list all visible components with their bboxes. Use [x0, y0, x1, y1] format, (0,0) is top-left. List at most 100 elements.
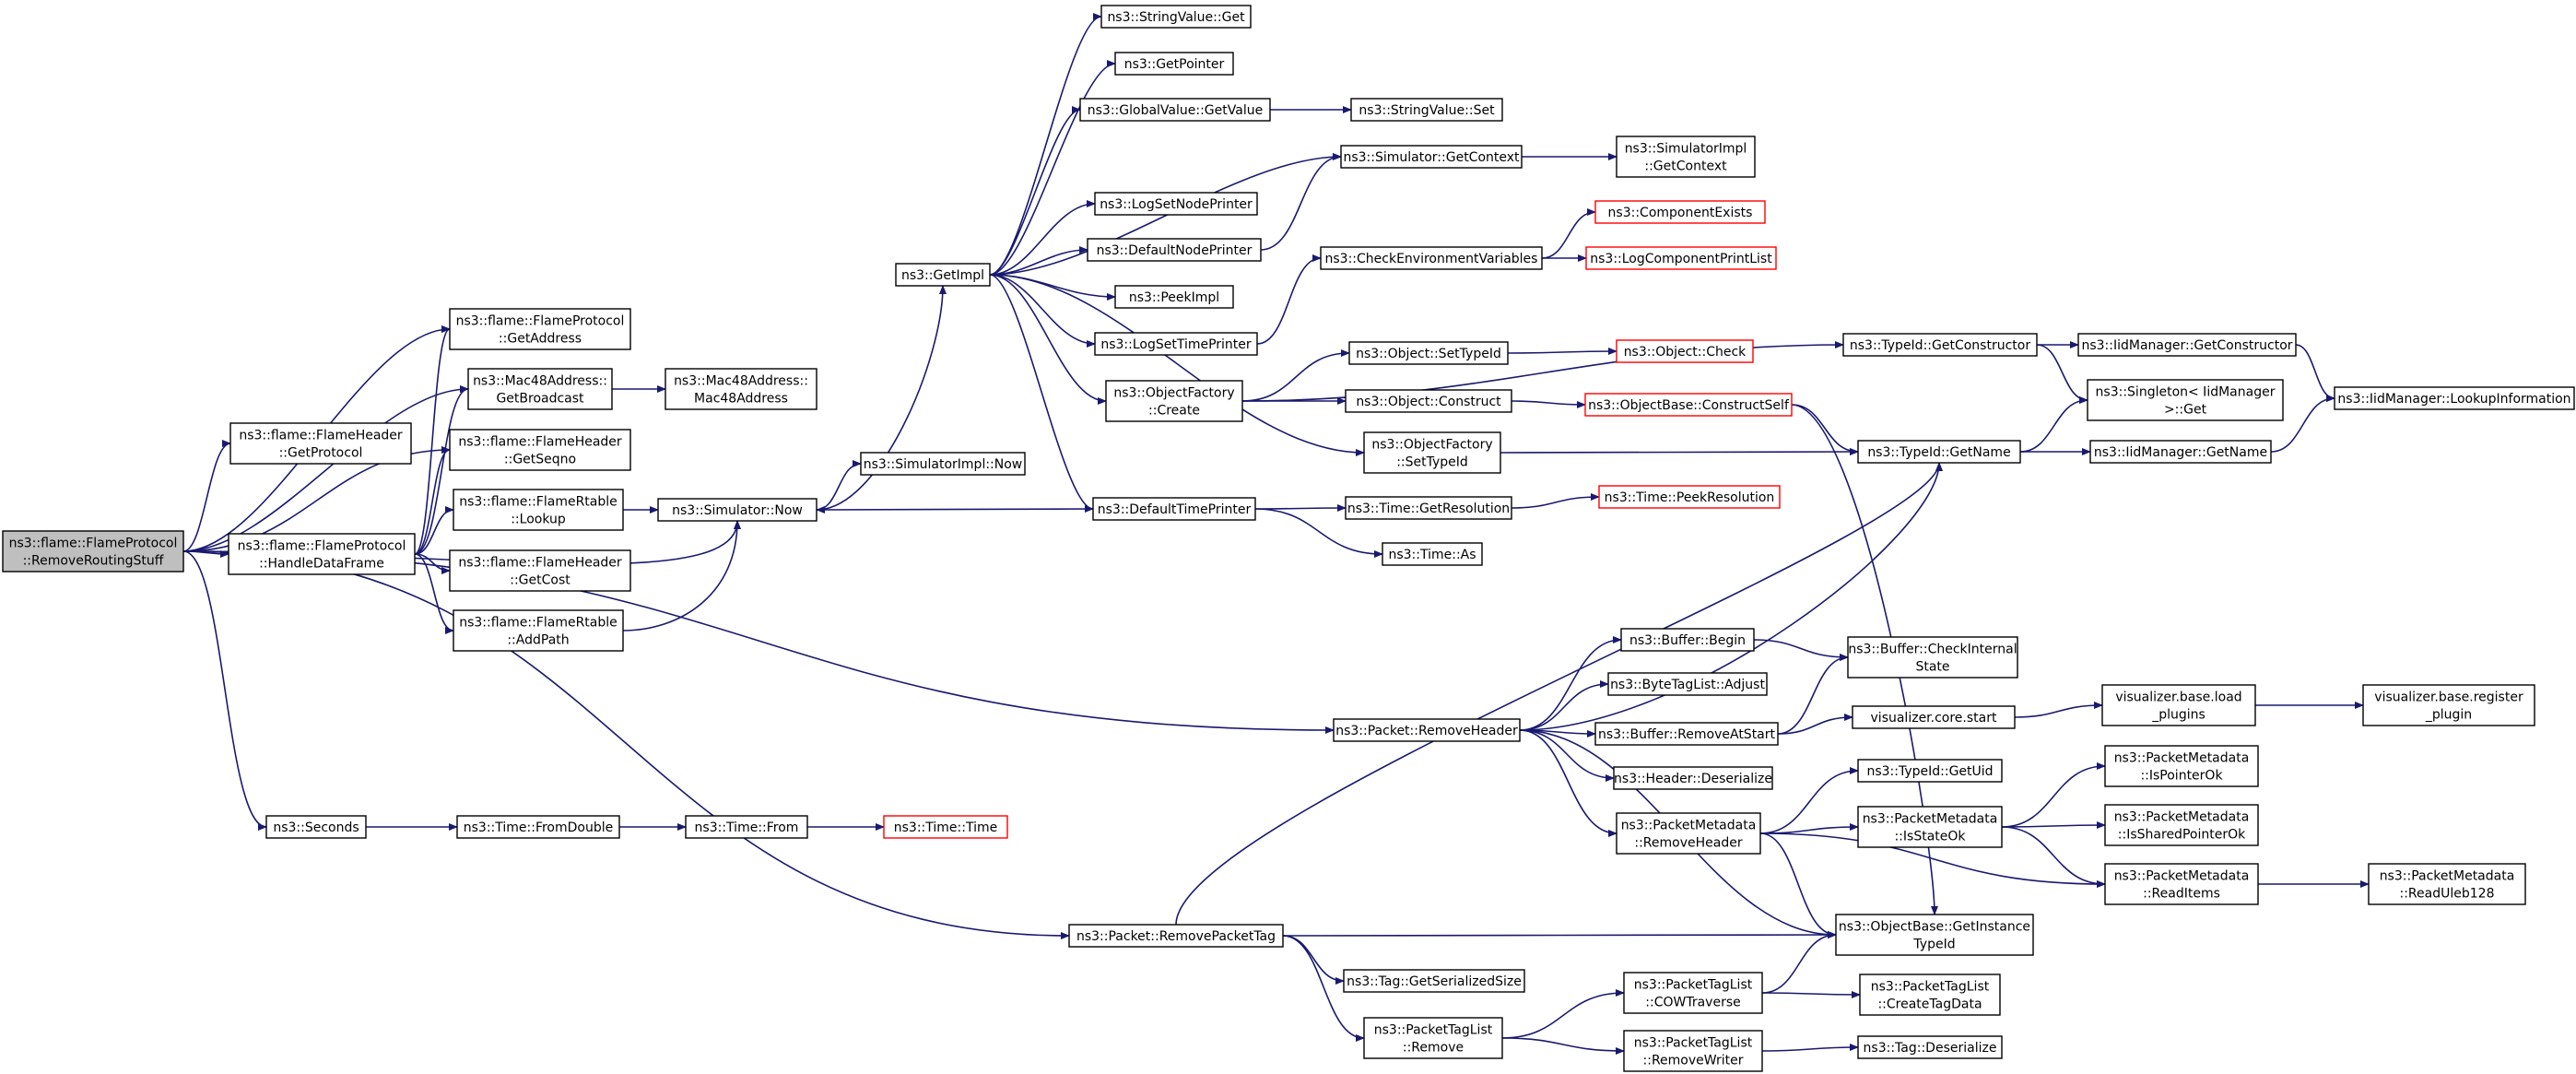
function-node-label: ::Remove	[1403, 1041, 1464, 1056]
function-node-packet-removeheader[interactable]: ns3::Packet::RemoveHeader	[1333, 718, 1521, 742]
function-node-time-fromdouble[interactable]: ns3::Time::FromDouble	[456, 815, 620, 839]
function-node-box	[1100, 5, 1252, 29]
function-node-singleton-get[interactable]: ns3::Singleton< IidManager >::Get	[2087, 379, 2284, 421]
function-node-viz-core-start[interactable]: visualizer.core.start	[1852, 705, 2016, 729]
function-node-tag-deserialize[interactable]: ns3::Tag::Deserialize	[1857, 1035, 2003, 1059]
function-node-mac-ctor[interactable]: ns3::Mac48Address::Mac48Address	[665, 368, 817, 410]
function-node-time-getresolution[interactable]: ns3::Time::GetResolution	[1345, 496, 1512, 520]
function-node-label: ns3::Object::SetTypeId	[1356, 347, 1501, 361]
function-node-iidmgr-lookupinfo[interactable]: ns3::IidManager::LookupInformation	[2334, 386, 2575, 410]
function-node-header-deserialize[interactable]: ns3::Header::Deserialize	[1613, 766, 1773, 790]
function-node-typeid-getuid[interactable]: ns3::TypeId::GetUid	[1857, 759, 2003, 783]
function-node-ptl-removewriter[interactable]: ns3::PacketTagList::RemoveWriter	[1623, 1030, 1763, 1072]
function-node-buffer-begin[interactable]: ns3::Buffer::Begin	[1620, 628, 1755, 652]
function-node-objfactory-create[interactable]: ns3::ObjectFactory::Create	[1105, 380, 1243, 422]
function-node-pm-ispointerok[interactable]: ns3::PacketMetadata::IsPointerOk	[2104, 745, 2259, 787]
function-node-logcomponentprintlist[interactable]: ns3::LogComponentPrintList	[1585, 246, 1777, 270]
function-node-defaulttimeprinter[interactable]: ns3::DefaultTimePrinter	[1092, 497, 1256, 521]
function-node-sim-getcontext[interactable]: ns3::Simulator::GetContext	[1340, 145, 1523, 169]
function-node-time-as[interactable]: ns3::Time::As	[1382, 542, 1483, 566]
function-node-checkenvvars[interactable]: ns3::CheckEnvironmentVariables	[1320, 246, 1543, 270]
function-node-fh-getprotocol[interactable]: ns3::flame::FlameHeader::GetProtocol	[229, 422, 412, 465]
call-edge-getimpl-to-sim_getcontext	[989, 153, 1342, 276]
function-node-mac-getbroadcast[interactable]: ns3::Mac48Address::GetBroadcast	[467, 368, 613, 410]
function-node-fp-handledataframe[interactable]: ns3::flame::FlameProtocol::HandleDataFra…	[228, 533, 416, 575]
function-node-label: ::GetSeqno	[504, 453, 576, 467]
function-node-object-check[interactable]: ns3::Object::Check	[1616, 339, 1754, 363]
function-node-root[interactable]: ns3::flame::FlameProtocol::RemoveRouting…	[2, 530, 184, 572]
call-edge-checkenvvars-to-componentexists	[1541, 208, 1596, 259]
function-node-pm-issharedpointerok[interactable]: ns3::PacketMetadata::IsSharedPointerOk	[2104, 804, 2259, 846]
function-node-buffer-removeatstart[interactable]: ns3::Buffer::RemoveAtStart	[1594, 722, 1779, 746]
function-node-globalvalue-getvalue[interactable]: ns3::GlobalValue::GetValue	[1079, 98, 1271, 122]
function-node-ptl-remove[interactable]: ns3::PacketTagList::Remove	[1363, 1017, 1503, 1059]
function-node-ptl-cowtraverse[interactable]: ns3::PacketTagList::COWTraverse	[1623, 972, 1763, 1014]
function-node-box	[1350, 98, 1503, 122]
function-node-objfactory-settypeid[interactable]: ns3::ObjectFactory::SetTypeId	[1363, 431, 1501, 474]
call-edge-buffer_removeatstart-to-buffer_checkinternalstate	[1777, 654, 1849, 735]
function-node-objbase-constructself[interactable]: ns3::ObjectBase::ConstructSelf	[1584, 393, 1793, 417]
call-edge-objfactory_create-to-object_settypeid	[1241, 349, 1350, 402]
function-node-viz-base-register-plugin[interactable]: visualizer.base.register_plugin	[2362, 684, 2535, 726]
function-node-getimpl[interactable]: ns3::GetImpl	[895, 263, 991, 287]
function-node-typeid-getconstructor[interactable]: ns3::TypeId::GetConstructor	[1842, 333, 2038, 357]
function-node-fp-getaddress[interactable]: ns3::flame::FlameProtocol::GetAddress	[449, 308, 631, 350]
call-edge-sim_now-to-simimpl_now	[816, 460, 862, 511]
call-edge-packet_removeheader-to-bytetaglist_adjust	[1519, 680, 1609, 731]
function-node-stringvalue-set[interactable]: ns3::StringValue::Set	[1350, 98, 1503, 122]
function-node-pm-readitems[interactable]: ns3::PacketMetadata::ReadItems	[2104, 863, 2259, 905]
function-node-label: ::COWTraverse	[1645, 996, 1740, 1010]
function-node-box	[1092, 497, 1256, 521]
function-node-object-settypeid[interactable]: ns3::Object::SetTypeId	[1348, 341, 1509, 365]
function-node-tag-getserializedsize[interactable]: ns3::Tag::GetSerializedSize	[1343, 969, 1525, 993]
function-node-viz-base-load-plugins[interactable]: visualizer.base.load_plugins	[2101, 684, 2256, 726]
function-node-fr-lookup[interactable]: ns3::flame::FlameRtable::Lookup	[453, 489, 624, 531]
function-node-time-time[interactable]: ns3::Time::Time	[883, 815, 1008, 839]
function-node-label: ns3::PacketTagList	[1634, 978, 1753, 993]
function-node-object-construct[interactable]: ns3::Object::Construct	[1345, 389, 1512, 413]
function-node-logsettimeprinter[interactable]: ns3::LogSetTimePrinter	[1094, 332, 1258, 356]
function-node-pm-isstateok[interactable]: ns3::PacketMetadata::IsStateOk	[1857, 806, 2003, 848]
call-edge-getimpl-to-globalvalue_getvalue	[989, 106, 1081, 276]
function-node-bytetaglist-adjust[interactable]: ns3::ByteTagList::Adjust	[1607, 672, 1768, 696]
function-node-seconds[interactable]: ns3::Seconds	[265, 815, 367, 839]
function-node-label: ns3::IidManager::GetName	[2094, 445, 2267, 460]
function-node-label: ns3::PacketMetadata	[1863, 812, 1998, 827]
function-node-label: _plugins	[2151, 708, 2205, 723]
function-node-label: ns3::Buffer::RemoveAtStart	[1598, 727, 1776, 742]
function-node-box	[1623, 972, 1763, 1014]
function-node-box	[665, 368, 817, 410]
function-node-sim-now[interactable]: ns3::Simulator::Now	[657, 498, 817, 522]
function-node-fr-addpath[interactable]: ns3::flame::FlameRtable::AddPath	[453, 609, 624, 652]
function-node-peekimpl[interactable]: ns3::PeekImpl	[1114, 285, 1234, 309]
call-edge-pm_removeheader-to-typeid_getuid	[1759, 767, 1859, 834]
call-edge-sim_now-to-getimpl	[816, 285, 947, 511]
function-node-box	[883, 815, 1008, 839]
function-node-packet-removepackettag[interactable]: ns3::Packet::RemovePacketTag	[1068, 924, 1284, 948]
function-node-getpointer[interactable]: ns3::GetPointer	[1114, 52, 1234, 76]
function-node-simimpl-getcontext[interactable]: ns3::SimulatorImpl::GetContext	[1616, 136, 1756, 178]
function-node-logsetnodeprinter[interactable]: ns3::LogSetNodePrinter	[1094, 192, 1258, 216]
call-edge-getimpl-to-peekimpl	[989, 274, 1116, 301]
function-node-label: ns3::PacketMetadata	[2114, 751, 2250, 766]
function-node-componentexists[interactable]: ns3::ComponentExists	[1594, 200, 1766, 224]
function-node-pm-readuleb128[interactable]: ns3::PacketMetadata::ReadUleb128	[2368, 863, 2526, 905]
call-edge-packet_removepackettag-to-tag_getserializedsize	[1282, 935, 1345, 985]
function-node-fh-getcost[interactable]: ns3::flame::FlameHeader::GetCost	[449, 549, 631, 592]
call-edge-fp_handledataframe-to-fh_getseqno	[414, 446, 451, 555]
function-node-time-peekresolution[interactable]: ns3::Time::PeekResolution	[1598, 485, 1781, 509]
function-node-typeid-getname[interactable]: ns3::TypeId::GetName	[1857, 440, 2021, 464]
function-node-stringvalue-get[interactable]: ns3::StringValue::Get	[1100, 5, 1252, 29]
function-node-label: ns3::PacketTagList	[1871, 980, 1990, 995]
function-node-fh-getseqno[interactable]: ns3::flame::FlameHeader::GetSeqno	[449, 429, 631, 471]
function-node-iidmgr-getconstructor[interactable]: ns3::IidManager::GetConstructor	[2077, 333, 2297, 357]
function-node-defaultnodeprinter[interactable]: ns3::DefaultNodePrinter	[1087, 238, 1262, 262]
call-edge-packet_removepackettag-to-typeid_getname	[1175, 462, 1943, 926]
function-node-simimpl-now[interactable]: ns3::SimulatorImpl::Now	[860, 452, 1026, 476]
function-node-iidmgr-getname[interactable]: ns3::IidManager::GetName	[2089, 440, 2272, 464]
function-node-time-from[interactable]: ns3::Time::From	[685, 815, 808, 839]
function-node-ptl-createtagdata[interactable]: ns3::PacketTagList::CreateTagData	[1859, 974, 2001, 1016]
function-node-pm-removeheader[interactable]: ns3::PacketMetadata::RemoveHeader	[1616, 812, 1761, 855]
